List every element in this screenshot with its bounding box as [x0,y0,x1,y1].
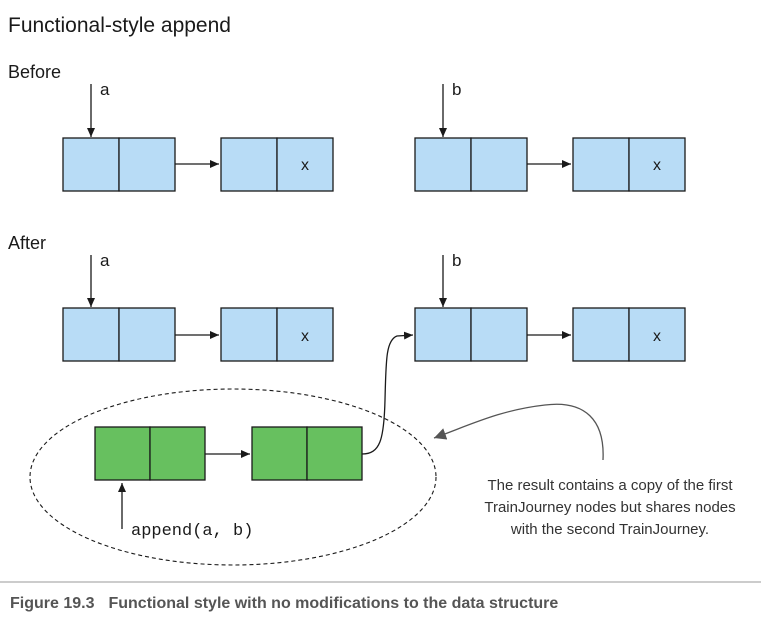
annotation-line-1: The result contains a copy of the first [487,477,733,494]
annotation-line-3: with the second TrainJourney. [510,521,709,538]
section-label-before: Before [8,62,61,82]
annotation-line-2: TrainJourney nodes but shares nodes [484,499,735,516]
null-marker-b-after: x [653,328,661,345]
list-a-before: x [62,137,334,192]
node-a1-value-cell-after [62,307,120,362]
pointer-b-before-label: b [452,80,461,99]
node-a2-next-cell-after [276,307,334,362]
pointer-a-after-label: a [100,251,110,270]
result-grouping-ellipse [29,388,437,566]
diagram-title: Functional-style append [8,14,231,37]
node-b2-value-cell-after [572,307,630,362]
node-b1-value-cell [414,137,472,192]
annotation-arrow [433,403,604,461]
result-list [94,426,363,481]
copy-node1-value-cell [94,426,151,481]
node-b2-value-cell [572,137,630,192]
section-label-after: After [8,233,46,253]
node-b1-next-cell [470,137,528,192]
node-a2-next-cell [276,137,334,192]
node-b1-next-cell-after [470,307,528,362]
node-a2-value-cell [220,137,278,192]
copy-node2-value-cell [251,426,308,481]
figure-caption-label: Figure 19.3 [10,595,95,612]
copy-node1-next-cell [149,426,206,481]
node-a1-next-cell [118,137,176,192]
node-a1-value-cell [62,137,120,192]
null-marker-b-before: x [653,157,661,174]
figure-caption: Figure 19.3 Functional style with no modi… [10,595,558,612]
node-a1-next-cell-after [118,307,176,362]
append-call-label: append(a, b) [131,522,253,541]
list-b-before: x [414,137,686,192]
figure-caption-text: Functional style with no modifications t… [108,595,558,612]
shared-node-link [361,331,414,455]
null-marker-a-before: x [301,157,309,174]
list-a-after: x [62,307,334,362]
node-b2-next-cell-after [628,307,686,362]
null-marker-a-after: x [301,328,309,345]
node-b1-value-cell-after [414,307,472,362]
copy-node2-next-cell [306,426,363,481]
list-b-after: x [414,307,686,362]
node-a2-value-cell-after [220,307,278,362]
pointer-a-before-label: a [100,80,110,99]
node-b2-next-cell [628,137,686,192]
pointer-b-after-label: b [452,251,461,270]
